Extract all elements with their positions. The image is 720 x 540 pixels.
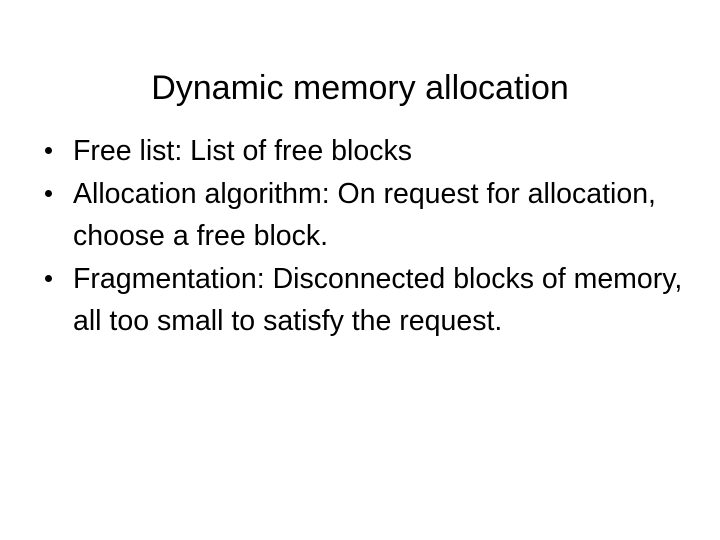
- page-title: Dynamic memory allocation: [151, 68, 569, 107]
- slide-body: Free list: List of free blocks Allocatio…: [40, 130, 704, 343]
- list-item-label: Allocation algorithm: On request for all…: [73, 178, 656, 252]
- bullet-list: Free list: List of free blocks Allocatio…: [40, 130, 704, 342]
- bullet-point-icon: [45, 190, 52, 197]
- list-item: Allocation algorithm: On request for all…: [40, 173, 704, 257]
- bullet-point-icon: [45, 275, 52, 282]
- list-item: Free list: List of free blocks: [40, 130, 704, 172]
- list-item-label: Fragmentation: Disconnected blocks of me…: [73, 263, 683, 337]
- list-item-label: Free list: List of free blocks: [73, 135, 412, 167]
- bullet-point-icon: [45, 147, 52, 154]
- list-item: Fragmentation: Disconnected blocks of me…: [40, 258, 704, 342]
